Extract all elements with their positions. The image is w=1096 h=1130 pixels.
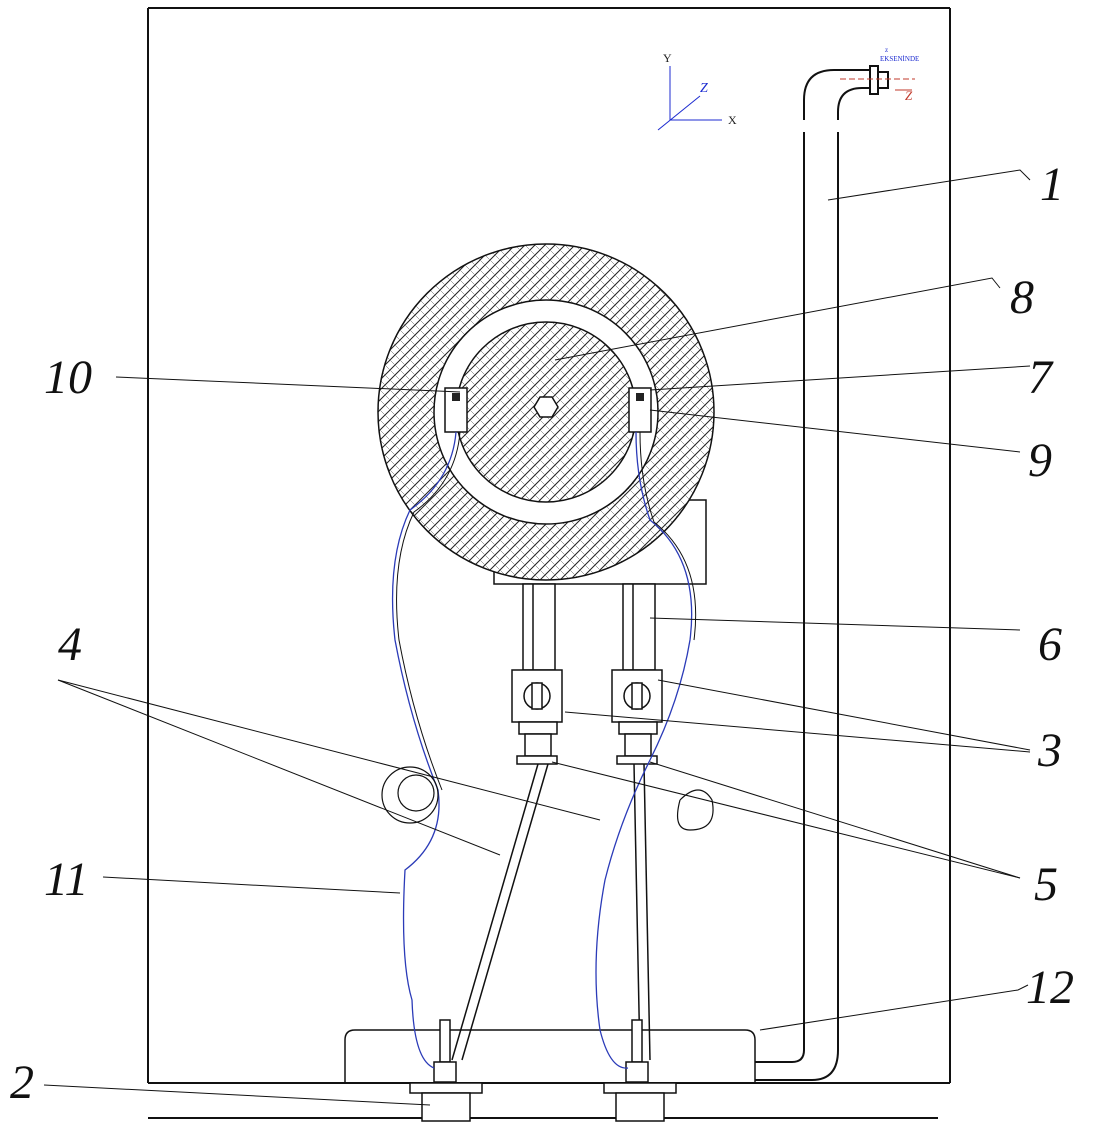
- callouts: 1 8 10 7 9 6 4 3 11 5 12 2: [10, 158, 1074, 1109]
- leader-lines: [43, 169, 1031, 1106]
- axis-x-label: X: [728, 113, 737, 127]
- nozzle-z-red-label: Z: [905, 88, 913, 103]
- axis-indicator: Y Z X: [657, 51, 737, 131]
- callout-7: 7: [1028, 351, 1054, 404]
- callout-8: 8: [1010, 271, 1034, 324]
- callout-6: 6: [1038, 618, 1062, 671]
- valve-right: [611, 669, 663, 765]
- callout-1: 1: [1040, 158, 1064, 211]
- valve-left: [511, 669, 563, 765]
- axis-y-label: Y: [663, 51, 672, 65]
- gas-pipe: [755, 65, 889, 1081]
- nozzle-axis-text: EKSENİNDE: [880, 55, 919, 63]
- callout-12: 12: [1026, 961, 1074, 1014]
- burner-assembly: [377, 243, 715, 585]
- callout-9: 9: [1028, 434, 1052, 487]
- nozzle-axis-marker: z EKSENİNDE Z: [840, 46, 919, 103]
- callout-4: 4: [58, 618, 82, 671]
- callout-11: 11: [44, 853, 88, 906]
- callout-2: 2: [10, 1056, 34, 1109]
- callout-10: 10: [44, 351, 92, 404]
- ignition-fittings: [409, 1019, 677, 1122]
- axis-z-label: Z: [700, 81, 708, 96]
- hex-nut: [533, 396, 559, 418]
- thermocouple-lines: [451, 763, 651, 1061]
- housing-frame: [147, 7, 951, 1119]
- nozzle-z-small-label: z: [885, 46, 888, 54]
- callout-3: 3: [1037, 724, 1062, 777]
- ignition-wires: [381, 431, 714, 1069]
- bottom-box: [344, 1029, 756, 1083]
- callout-5: 5: [1034, 858, 1058, 911]
- feed-tubes: [522, 583, 656, 671]
